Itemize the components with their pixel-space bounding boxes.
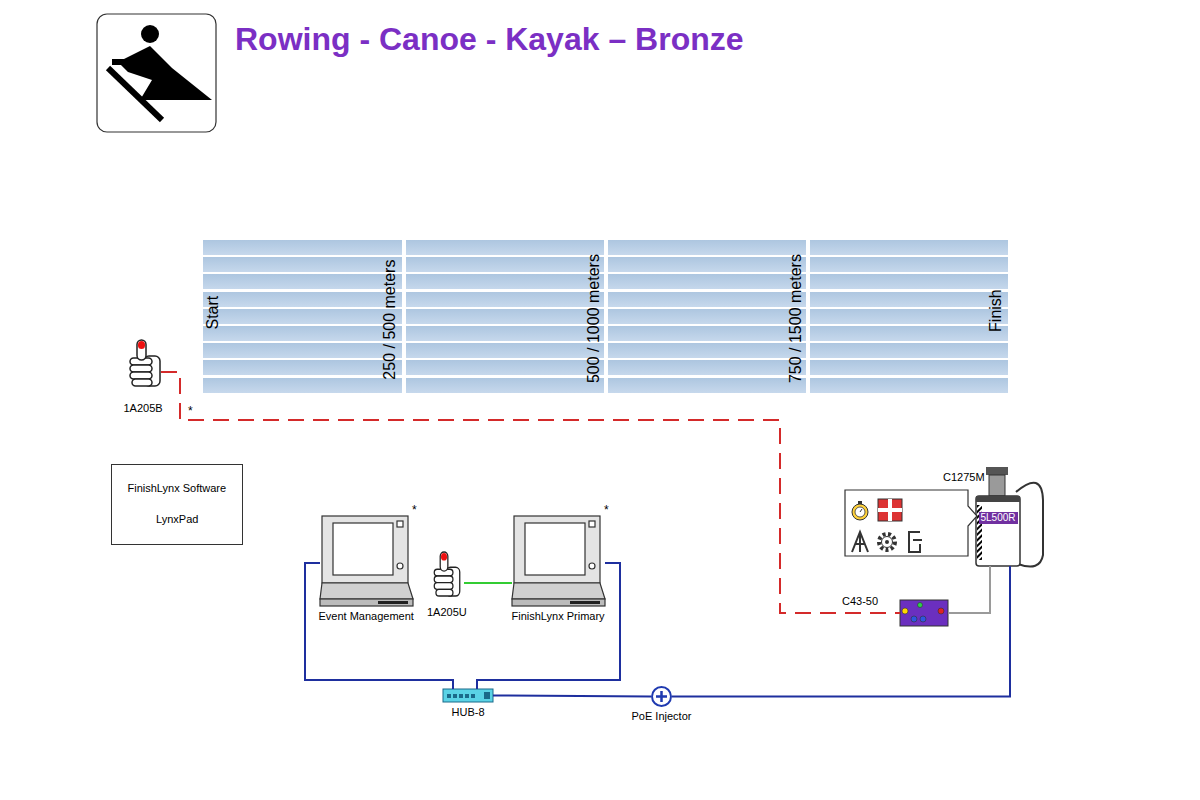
cable-connector — [477, 563, 620, 689]
laptop: FinishLynx Primary — [512, 515, 605, 607]
rowing-icon — [97, 14, 216, 132]
device-label: 1A205U — [427, 606, 467, 619]
device-label: C43-50 — [842, 595, 878, 608]
distance-marker: 500 / 1000 meters — [583, 254, 602, 383]
cable-connector — [305, 563, 453, 689]
model-plate: 5L500R — [979, 512, 1018, 524]
network-hub: HUB-8 — [443, 689, 493, 702]
finish-button: 1A205U — [430, 550, 464, 598]
laptop-icon — [320, 516, 413, 606]
junction-box: C43-50 — [900, 600, 948, 626]
distance-marker: Start — [203, 295, 222, 329]
camera-callout — [845, 490, 977, 556]
cable-connector — [161, 372, 900, 613]
laptop-icon — [512, 516, 605, 606]
laptop: Event Management — [320, 515, 413, 607]
poe-icon — [652, 687, 671, 706]
device-label: LynxPad — [156, 513, 198, 526]
poe-injector: PoE Injector — [651, 686, 672, 707]
distance-marker: 750 / 1500 meters — [785, 254, 804, 383]
device-label: PoE Injector — [632, 710, 692, 723]
device-label: 1A205B — [124, 402, 163, 415]
cable-connector — [948, 566, 990, 613]
device-label: FinishLynx Primary — [512, 610, 605, 623]
handheld-button — [130, 340, 160, 386]
device-label: C1275M — [943, 471, 985, 484]
camera: C1275M5L500R — [976, 467, 1020, 566]
asterisk-note: * — [604, 503, 609, 517]
start-button: 1A205B — [125, 338, 161, 388]
software-box: FinishLynx SoftwareLynxPad — [111, 464, 243, 545]
cable-connector — [464, 582, 512, 584]
page-title: Rowing - Canoe - Kayak – Bronze — [235, 20, 744, 58]
handheld-button — [434, 552, 460, 596]
distance-marker: 250 / 500 meters — [380, 259, 399, 379]
race-course: Start 250 / 500 meters 500 / 1000 meters 75… — [203, 240, 1008, 395]
cable-connector — [672, 566, 1010, 697]
device-label: HUB-8 — [452, 706, 485, 719]
distance-marker: Finish — [985, 289, 1004, 332]
device-label: FinishLynx Software — [128, 482, 227, 495]
junction-box — [900, 600, 948, 626]
asterisk-note: * — [412, 503, 417, 517]
cable-connector — [493, 696, 651, 697]
device-label: Event Management — [319, 610, 414, 623]
hub-icon — [443, 689, 493, 702]
asterisk-note: * — [188, 404, 193, 418]
camera-icon — [976, 467, 1043, 567]
